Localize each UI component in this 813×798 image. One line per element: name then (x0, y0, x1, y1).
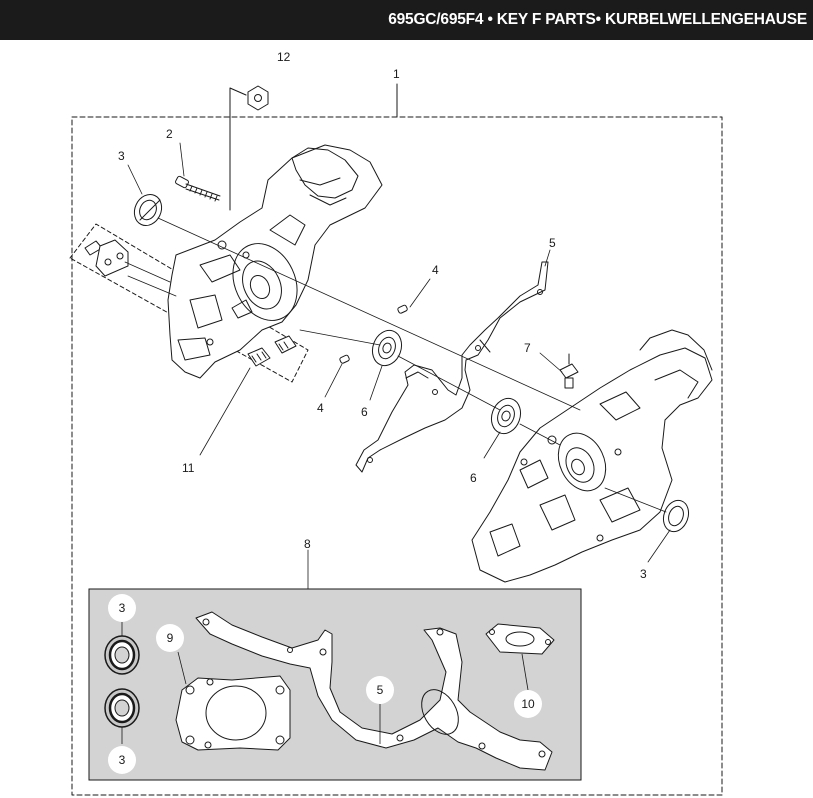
callout-6-right: 6 (470, 471, 477, 485)
kit-gasket-part-5 (195, 611, 553, 771)
callout-11: 11 (182, 461, 195, 475)
seal-part-3-left (133, 193, 163, 227)
bearing-part-6-left (371, 329, 403, 367)
crankcase-half-right (471, 329, 713, 583)
kit-badge-10-label: 10 (521, 697, 535, 711)
callout-12: 12 (277, 50, 291, 64)
page-title: 695GC/695F4 • KEY F PARTS• KURBELWELLENG… (388, 11, 807, 28)
leader-lines (127, 142, 671, 590)
callout-2: 2 (166, 127, 173, 141)
kit-gasket-part-10 (485, 623, 555, 655)
leader-12 (229, 87, 247, 211)
exploded-parts-diagram: 1 12 2 3 4 5 7 4 6 6 11 3 8 (69, 50, 723, 796)
page-header: 695GC/695F4 • KEY F PARTS• KURBELWELLENG… (0, 0, 813, 40)
callout-6-left: 6 (361, 405, 368, 419)
bolt-part-2 (175, 175, 221, 202)
callout-5: 5 (549, 236, 556, 250)
dowel-pin-part-4-lower (339, 354, 350, 364)
callout-7: 7 (524, 341, 531, 355)
kit-seal-upper (104, 635, 140, 675)
dowel-pin-part-4-upper (397, 304, 408, 314)
callout-8: 8 (304, 537, 311, 551)
fitting-part-7 (559, 353, 579, 389)
callout-4-lower: 4 (317, 401, 324, 415)
nut-part-12 (247, 85, 269, 111)
kit-badge-3-lower-label: 3 (119, 753, 126, 767)
kit-badge-5-label: 5 (377, 683, 384, 697)
axis-lines (124, 217, 667, 513)
kit-badge-10: 10 (514, 690, 542, 718)
callout-3-upper: 3 (118, 149, 125, 163)
seal-part-3-right (662, 499, 690, 533)
bearing-part-6-right (490, 397, 522, 435)
kit-badge-9-label: 9 (167, 631, 174, 645)
kit-badge-3-upper: 3 (108, 594, 136, 622)
callout-3-right: 3 (640, 567, 647, 581)
kit-badge-3-lower: 3 (108, 746, 136, 774)
kit-gasket-part-9 (175, 675, 291, 751)
screw-pair-part-11 (247, 335, 297, 367)
crankcase-half-left (167, 144, 383, 379)
callout-1: 1 (393, 67, 400, 81)
kit-leader-lines (121, 620, 529, 744)
kit-badge-3-upper-label: 3 (119, 601, 126, 615)
gasket-kit-panel: 3 3 9 5 10 (88, 588, 582, 781)
kit-badge-5: 5 (366, 676, 394, 704)
sensor-part-11 (84, 239, 129, 277)
callout-4-upper: 4 (432, 263, 439, 277)
callout-numbers: 1 12 2 3 4 5 7 4 6 6 11 3 8 (118, 50, 647, 581)
kit-seal-lower (104, 688, 140, 728)
gasket-part-5 (355, 261, 549, 473)
kit-badge-9: 9 (156, 624, 184, 652)
